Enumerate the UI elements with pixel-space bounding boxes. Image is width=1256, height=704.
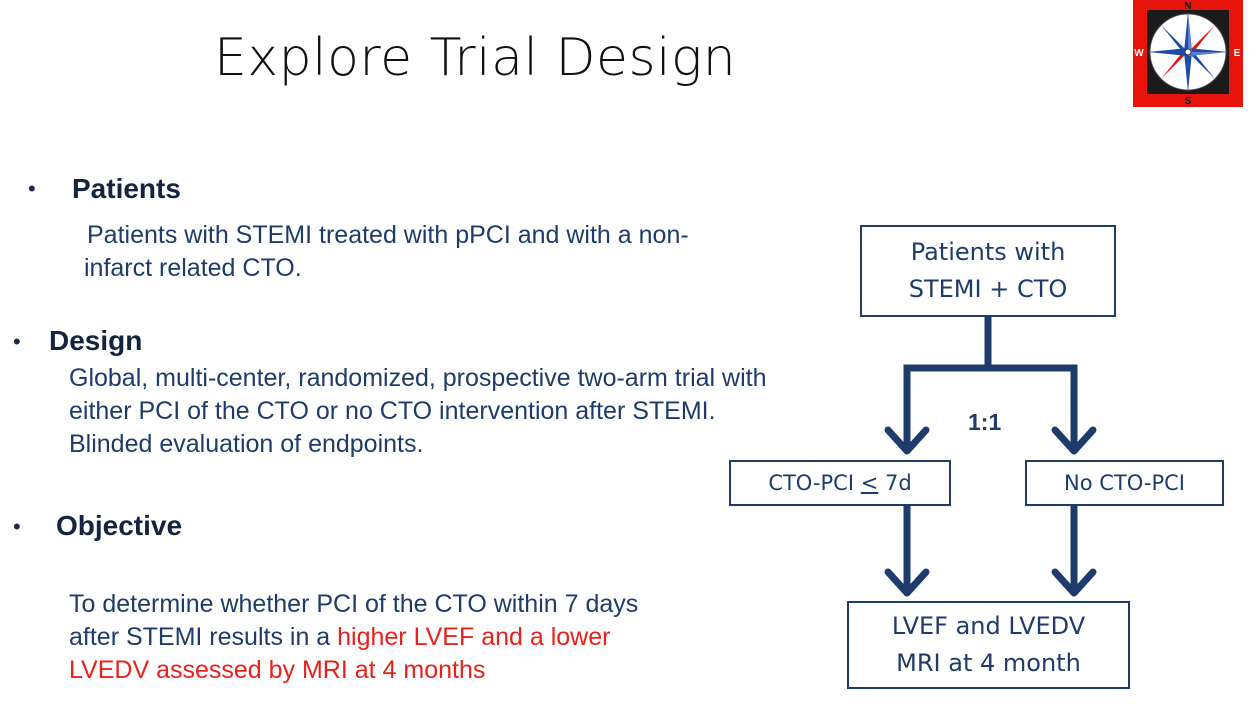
box-outcome-line-2: MRI at 4 month <box>896 649 1081 677</box>
objective-line-2-plain: after STEMI results in a <box>69 623 338 651</box>
heading-objective: Objective <box>56 510 183 541</box>
bullet-objective: • <box>13 514 21 539</box>
objective-line-2-highlight: higher LVEF and a lower <box>337 623 611 651</box>
logo-letter-w: W <box>1134 48 1144 59</box>
arrowhead-left-top <box>884 426 930 455</box>
arrowhead-right-bottom <box>1051 568 1097 597</box>
arrowhead-right-top <box>1051 426 1097 455</box>
heading-design: Design <box>49 325 143 356</box>
compass-logo: N S W E <box>1133 0 1243 107</box>
box-cto-pci-le: < <box>860 471 879 495</box>
box-outcome-line-1: LVEF and LVEDV <box>891 612 1086 640</box>
logo-letter-s: S <box>1185 96 1192 107</box>
design-line-2: either PCI of the CTO or no CTO interven… <box>69 397 716 425</box>
bullet-design: • <box>13 329 21 354</box>
page-title: Explore Trial Design <box>214 28 737 88</box>
objective-line-3-highlight: LVEDV assessed by MRI at 4 months <box>69 656 486 684</box>
bullet-patients: • <box>28 176 36 201</box>
randomization-ratio: 1:1 <box>968 409 1002 435</box>
box-cto-pci-prefix: CTO-PCI <box>768 471 861 495</box>
patients-line-2: infarct related CTO. <box>84 254 302 282</box>
box-patients-line-2: STEMI + CTO <box>908 275 1068 303</box>
design-line-3: Blinded evaluation of endpoints. <box>69 430 424 458</box>
box-patients-line-1: Patients with <box>910 238 1066 266</box>
objective-line-2: after STEMI results in a higher LVEF and… <box>69 621 610 654</box>
patients-line-1: Patients with STEMI treated with pPCI an… <box>87 221 689 249</box>
box-cto-pci: CTO-PCI < 7d <box>729 460 951 506</box>
box-patients: Patients with STEMI + CTO <box>860 225 1116 317</box>
design-line-1: Global, multi-center, randomized, prospe… <box>69 364 767 392</box>
logo-letter-n: N <box>1184 1 1191 12</box>
compass-rose-icon: N S W E <box>1133 0 1243 107</box>
box-outcome: LVEF and LVEDV MRI at 4 month <box>847 601 1130 689</box>
box-cto-pci-suffix: 7d <box>878 471 912 495</box>
box-no-cto-pci: No CTO-PCI <box>1025 460 1224 506</box>
arrowhead-left-bottom <box>884 568 930 597</box>
heading-patients: Patients <box>72 173 181 204</box>
logo-letter-e: E <box>1234 48 1241 59</box>
objective-line-1: To determine whether PCI of the CTO with… <box>69 590 639 618</box>
